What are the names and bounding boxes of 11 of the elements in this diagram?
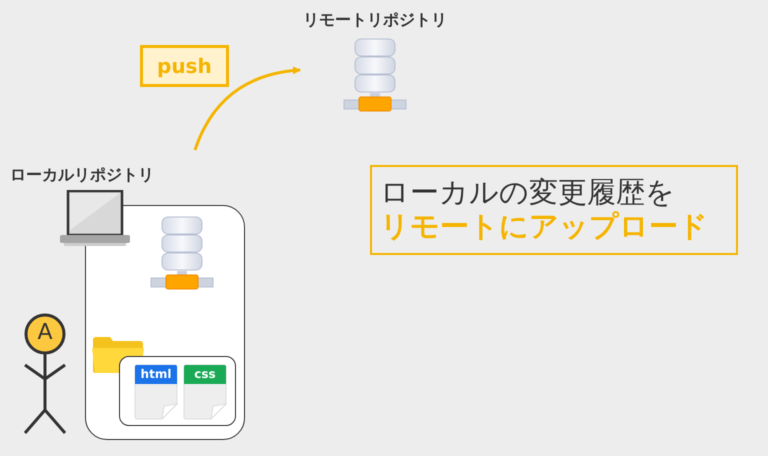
file-type-label: css (193, 367, 217, 381)
avatar-letter: A (36, 320, 54, 345)
callout-box (370, 165, 738, 255)
file-group-box (119, 356, 236, 426)
arrow (194, 66, 301, 151)
file-type-label: html (140, 367, 172, 381)
edge-label: push (140, 45, 229, 87)
callout-text: ローカルの変更履歴を (380, 174, 676, 211)
callout-text: リモートにアップロード (380, 208, 709, 245)
heading-label: ローカルリポジトリ (10, 165, 154, 186)
heading-label: リモートリポジトリ (302, 10, 448, 31)
